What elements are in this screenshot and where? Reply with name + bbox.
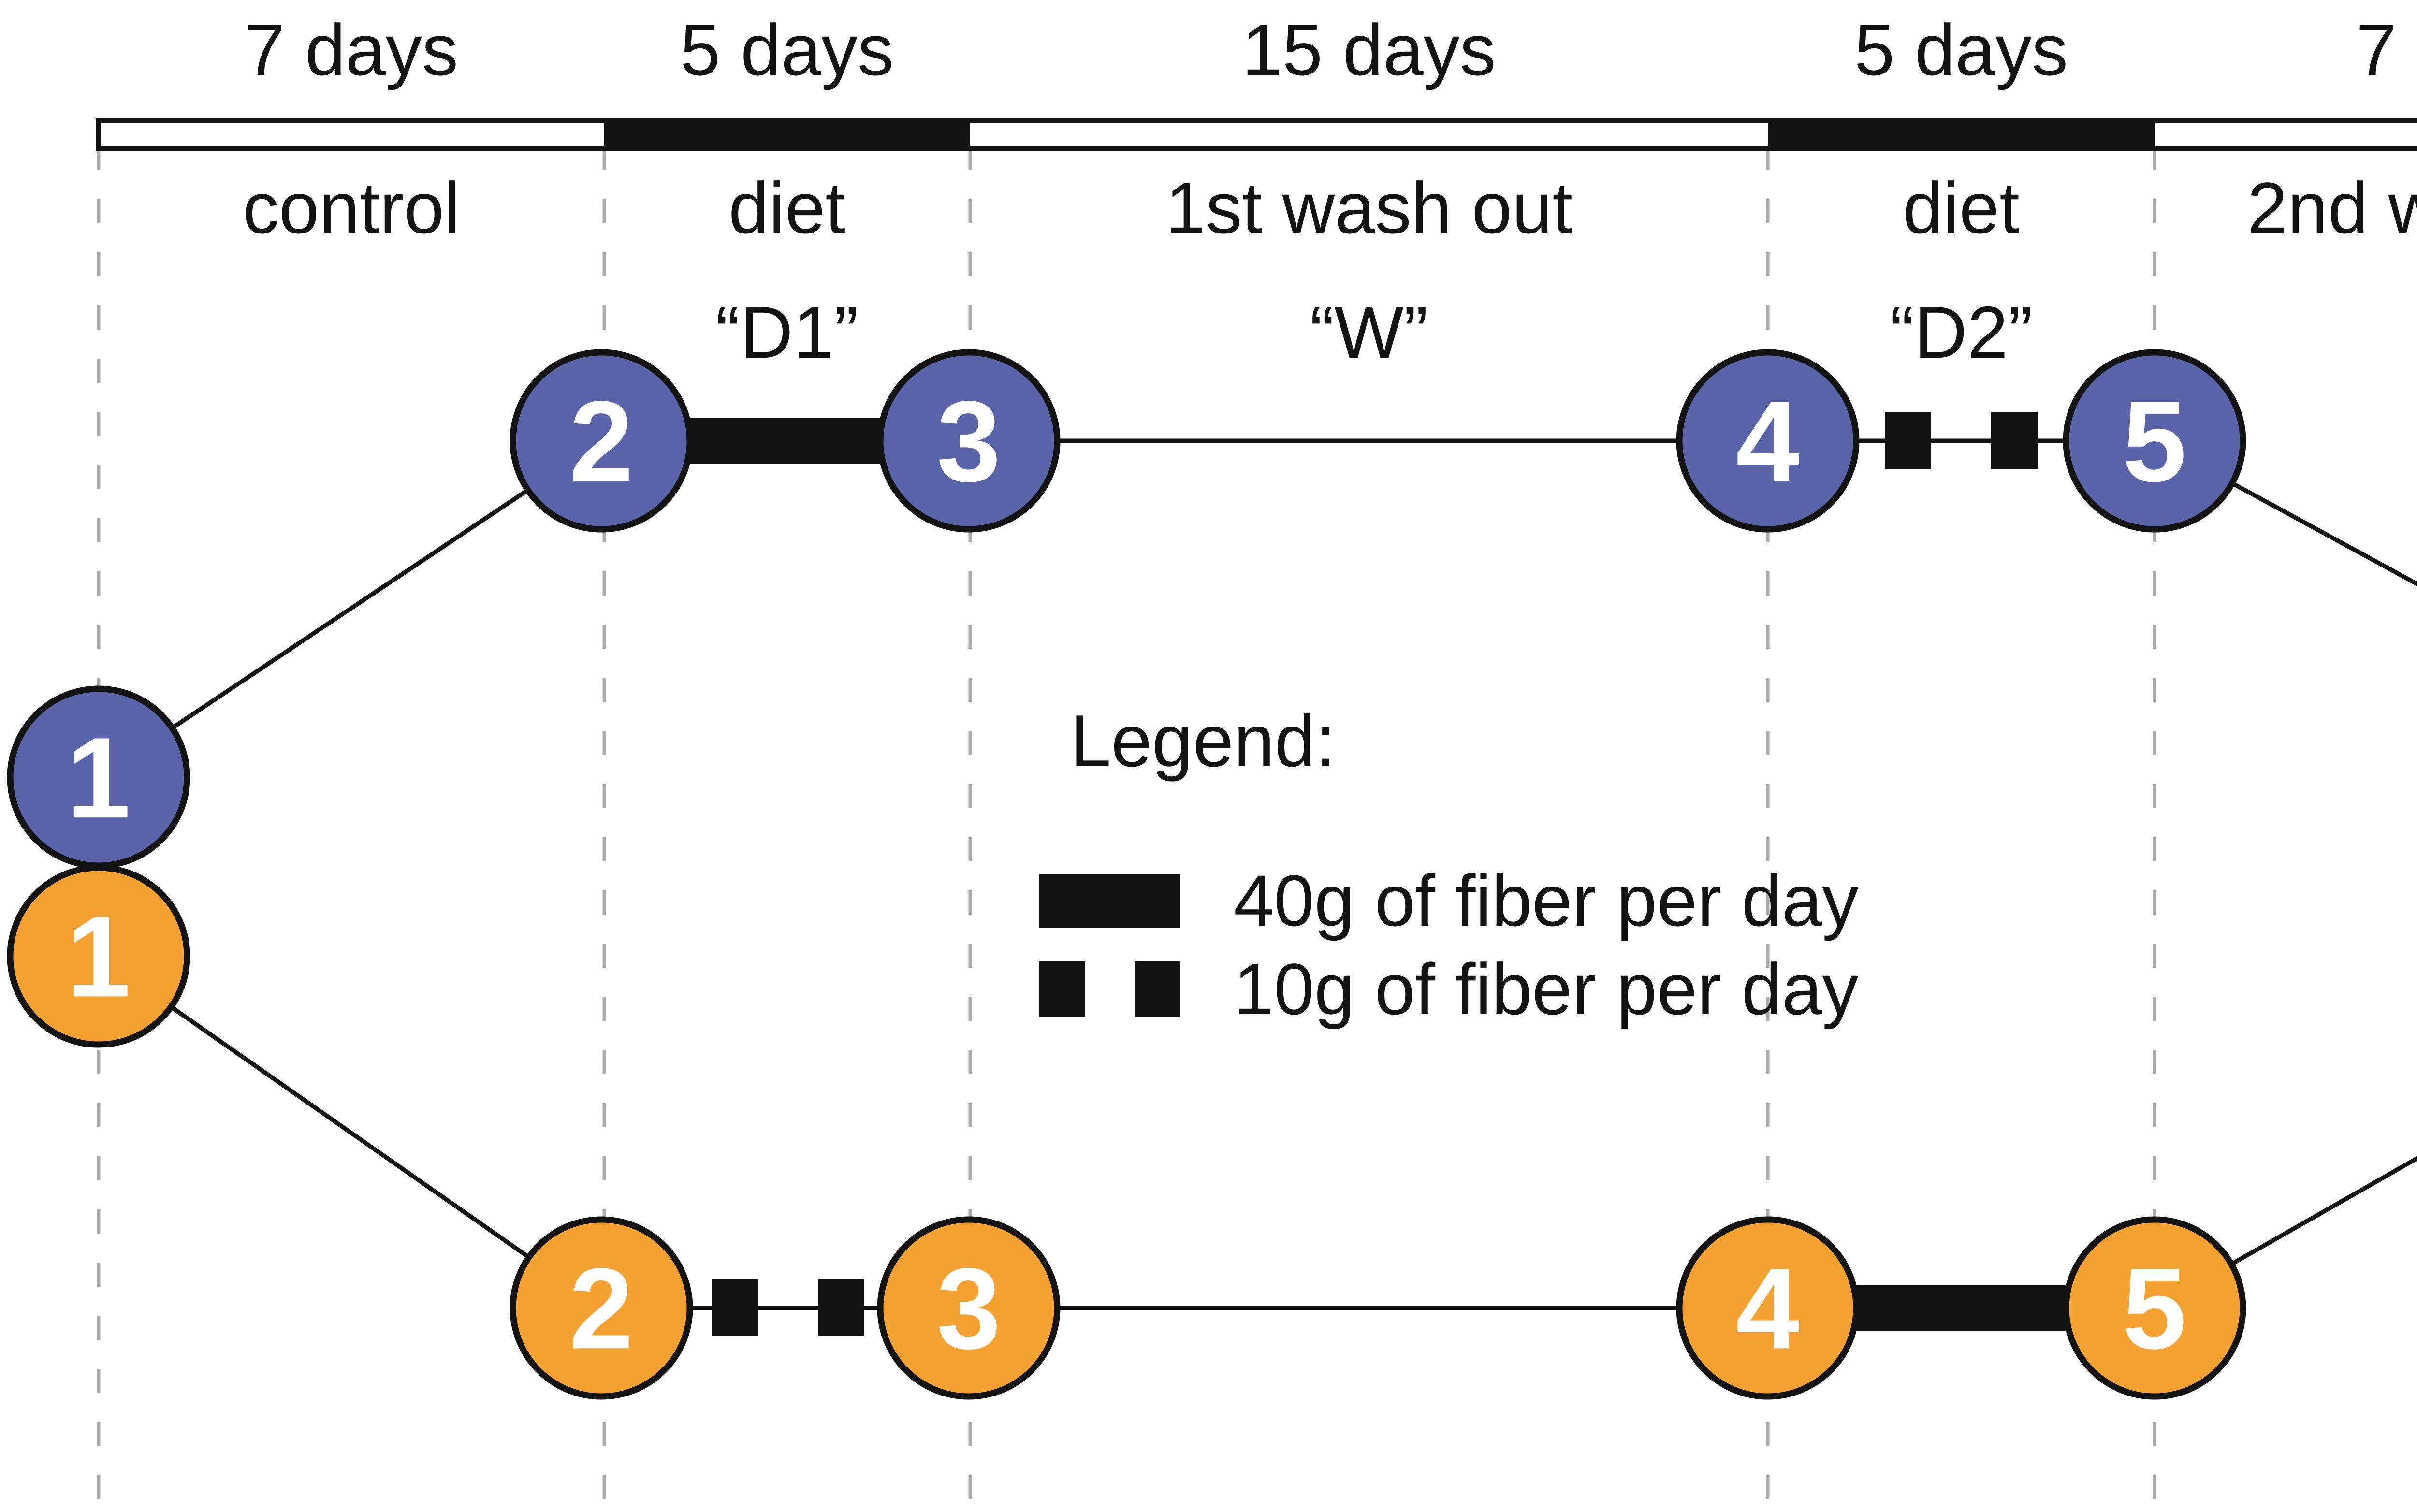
phase-label-washout1: 1st wash out bbox=[1165, 167, 1573, 248]
legend-label-40g: 40g of fiber per day bbox=[1234, 860, 1859, 941]
node-blue-1-label: 1 bbox=[67, 714, 131, 842]
node-blue-4-label: 4 bbox=[1736, 378, 1800, 506]
node-blue-5-label: 5 bbox=[2123, 378, 2186, 506]
timeline-diet-segment-2 bbox=[1768, 118, 2155, 151]
period-code-labels: “D1” “W” “D2” bbox=[715, 291, 2033, 374]
node-orange-3-label: 3 bbox=[937, 1245, 1001, 1373]
node-orange-2 bbox=[510, 1216, 693, 1400]
legend: Legend: 40g of fiber per day 10g of fibe… bbox=[1039, 700, 1859, 1030]
node-orange-3 bbox=[877, 1216, 1061, 1400]
node-blue-2-label: 2 bbox=[569, 378, 633, 506]
node-orange-1-label: 1 bbox=[67, 893, 131, 1021]
node-orange-1 bbox=[7, 864, 190, 1048]
legend-title: Legend: bbox=[1070, 700, 1336, 782]
code-label-d1: “D1” bbox=[715, 291, 859, 374]
code-label-d2: “D2” bbox=[1890, 291, 2033, 374]
edge-orange-1-2 bbox=[97, 954, 603, 1310]
fiber10-square-orange-b bbox=[818, 1279, 864, 1336]
node-orange-5 bbox=[2063, 1216, 2246, 1400]
duration-label-diet2: 5 days bbox=[1854, 9, 2068, 90]
node-blue-5 bbox=[2063, 349, 2246, 533]
orange-arm-nodes: 1 2 3 4 5 6 bbox=[7, 864, 2246, 1400]
duration-label-washout1: 15 days bbox=[1242, 9, 1496, 90]
duration-label-diet1: 5 days bbox=[680, 9, 894, 90]
fiber10-square-blue-b bbox=[1991, 412, 2038, 469]
node-blue-3-label: 3 bbox=[937, 378, 1001, 506]
node-orange-2-label: 2 bbox=[569, 1245, 633, 1373]
duration-labels: 7 days 5 days 15 days 5 days 7 days bbox=[245, 9, 2417, 90]
legend-swatch-10g-square-b bbox=[1135, 961, 1180, 1017]
node-blue-3 bbox=[877, 349, 1061, 533]
phase-label-control: control bbox=[243, 167, 460, 248]
node-orange-5-label: 5 bbox=[2123, 1245, 2186, 1373]
duration-label-control: 7 days bbox=[245, 9, 458, 90]
legend-swatch-10g-square-a bbox=[1039, 961, 1085, 1017]
edge-blue-5-6 bbox=[2153, 439, 2417, 587]
phase-label-diet2: diet bbox=[1903, 167, 2020, 248]
phase-labels: control diet 1st wash out diet 2nd wash … bbox=[243, 167, 2417, 248]
legend-swatch-40g-bar bbox=[1039, 874, 1180, 928]
phase-label-diet1: diet bbox=[728, 167, 845, 248]
edge-blue-1-2 bbox=[97, 439, 603, 779]
node-orange-4 bbox=[1676, 1216, 1860, 1400]
blue-arm-nodes: 1 2 3 4 5 6 bbox=[7, 349, 2246, 869]
fiber10-square-blue-a bbox=[1885, 412, 1931, 469]
duration-label-washout2: 7 days bbox=[2356, 9, 2417, 90]
timeline-diet-segment-1 bbox=[604, 118, 970, 151]
legend-label-10g: 10g of fiber per day bbox=[1234, 948, 1859, 1030]
node-blue-2 bbox=[510, 349, 693, 533]
timeline-bar bbox=[96, 118, 2417, 151]
fiber10-square-orange-a bbox=[712, 1279, 758, 1336]
node-blue-4 bbox=[1676, 349, 1860, 533]
fiber10-squares bbox=[712, 412, 2038, 1336]
edge-orange-5-6 bbox=[2153, 1156, 2417, 1310]
code-label-w: “W” bbox=[1310, 291, 1428, 374]
node-orange-4-label: 4 bbox=[1736, 1245, 1800, 1373]
phase-label-washout2: 2nd wash out bbox=[2247, 167, 2417, 248]
